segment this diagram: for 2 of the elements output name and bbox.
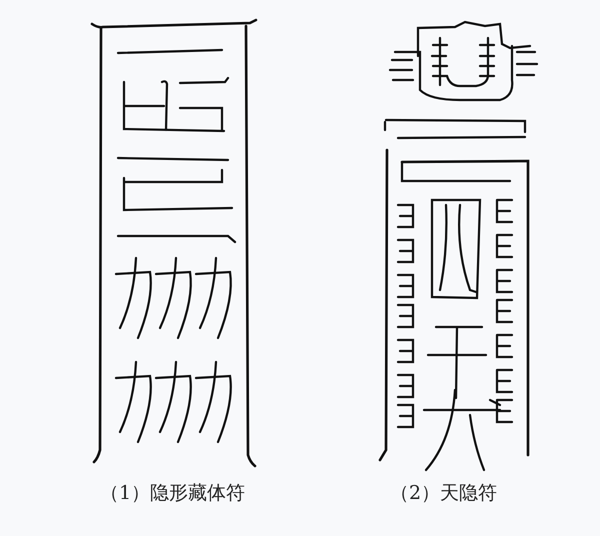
caption: （1）隐形藏体符 [100,481,246,506]
caption: （2）天隐符 [390,481,498,506]
